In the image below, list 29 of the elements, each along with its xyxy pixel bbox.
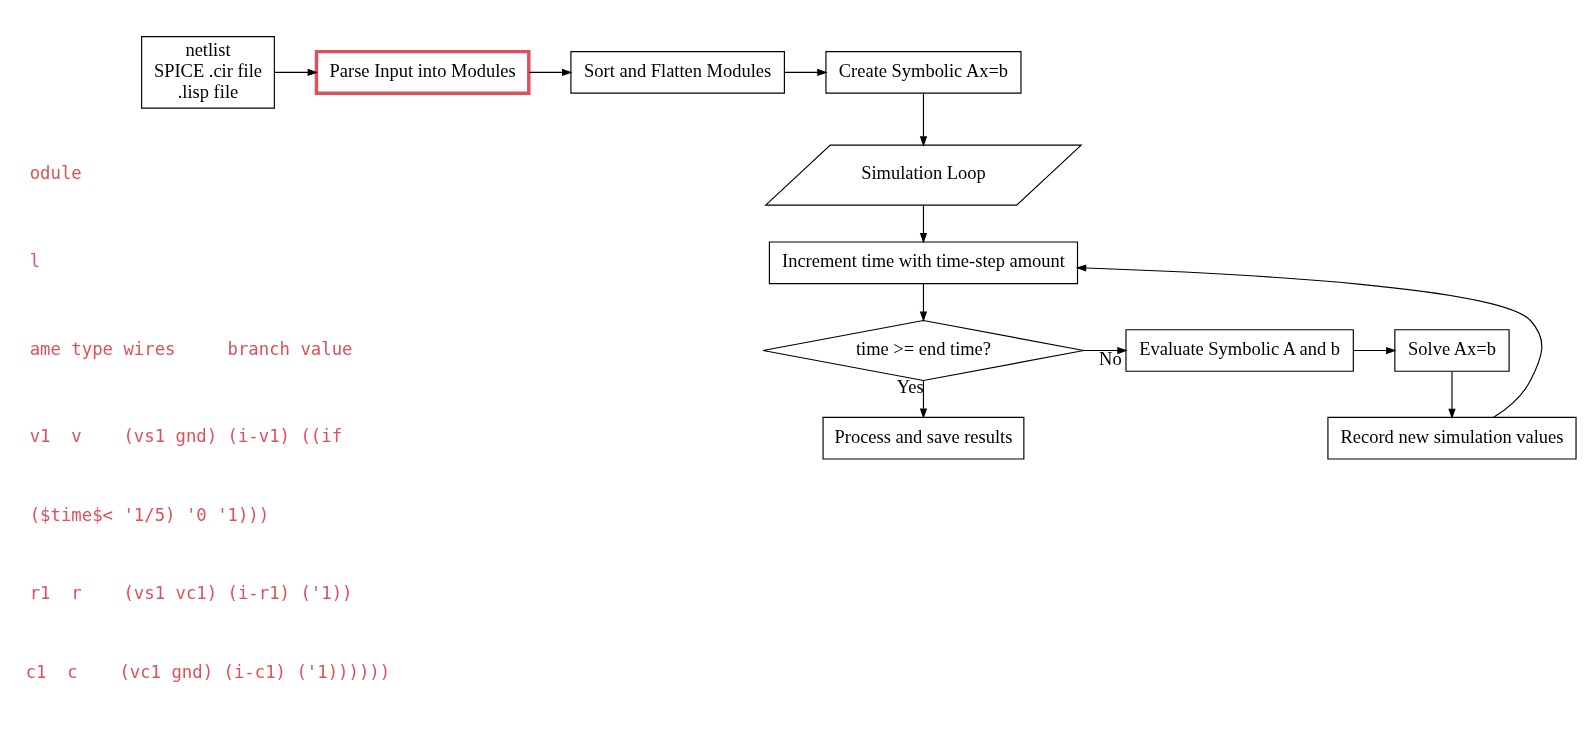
arrow bbox=[1353, 346, 1397, 354]
label: v1 v (vs1 gnd) (i-v1) ((if bbox=[29, 425, 343, 446]
label: odule bbox=[29, 162, 82, 183]
node-box: netlist SPICE .cir file .lisp file bbox=[141, 35, 275, 109]
arrow bbox=[1448, 370, 1456, 419]
arrow bbox=[919, 204, 928, 243]
arrow bbox=[1075, 263, 1543, 418]
edge-label: No bbox=[1099, 348, 1122, 369]
arrow bbox=[919, 92, 928, 147]
node-diamond: time >= end time? bbox=[762, 319, 1085, 381]
arrow bbox=[784, 68, 828, 76]
label: ($time$< '1/5) '0 '1))) bbox=[29, 504, 270, 525]
node-box: Process and save results bbox=[822, 416, 1025, 460]
node-box: Evaluate Symbolic A and b bbox=[1125, 328, 1354, 372]
arrow bbox=[1083, 346, 1128, 354]
label: r1 r (vs1 vc1) (i-r1) ('1)) bbox=[29, 582, 353, 603]
node-box: Record new simulation values bbox=[1327, 416, 1577, 460]
arrow bbox=[528, 68, 573, 76]
node-box: Sort and Flatten Modules bbox=[570, 50, 785, 94]
label: c1 c (vc1 gnd) (i-c1) ('1)))))) bbox=[25, 661, 391, 682]
node-box: Increment time with time-step amount bbox=[768, 240, 1079, 284]
node-box: Create Symbolic Ax=b bbox=[825, 50, 1022, 94]
arrow bbox=[919, 379, 928, 419]
arrow bbox=[919, 282, 928, 322]
label: ame type wires branch value bbox=[29, 338, 353, 359]
node-box: Solve Ax=b bbox=[1394, 328, 1510, 372]
node-box: Parse Input into Modules bbox=[314, 49, 531, 95]
arrow bbox=[274, 68, 318, 76]
label: l bbox=[29, 250, 41, 271]
